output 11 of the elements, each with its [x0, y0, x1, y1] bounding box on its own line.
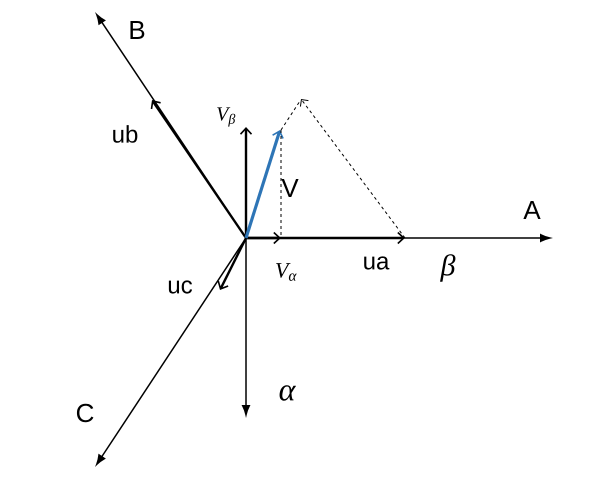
vector-label: ub [113, 125, 138, 143]
vector-label: V$_{β}$ [217, 107, 236, 127]
vector-label: uc [168, 280, 192, 294]
vector-label: V [281, 179, 299, 197]
vector-label: V$_{α}$ [276, 263, 297, 281]
axis-label: B [130, 21, 144, 39]
vector-label: ua [364, 256, 390, 270]
axis-label: C [76, 404, 94, 422]
axis-label: A [523, 201, 541, 219]
axis-label: β [440, 254, 456, 282]
axis-label: α [280, 385, 296, 401]
